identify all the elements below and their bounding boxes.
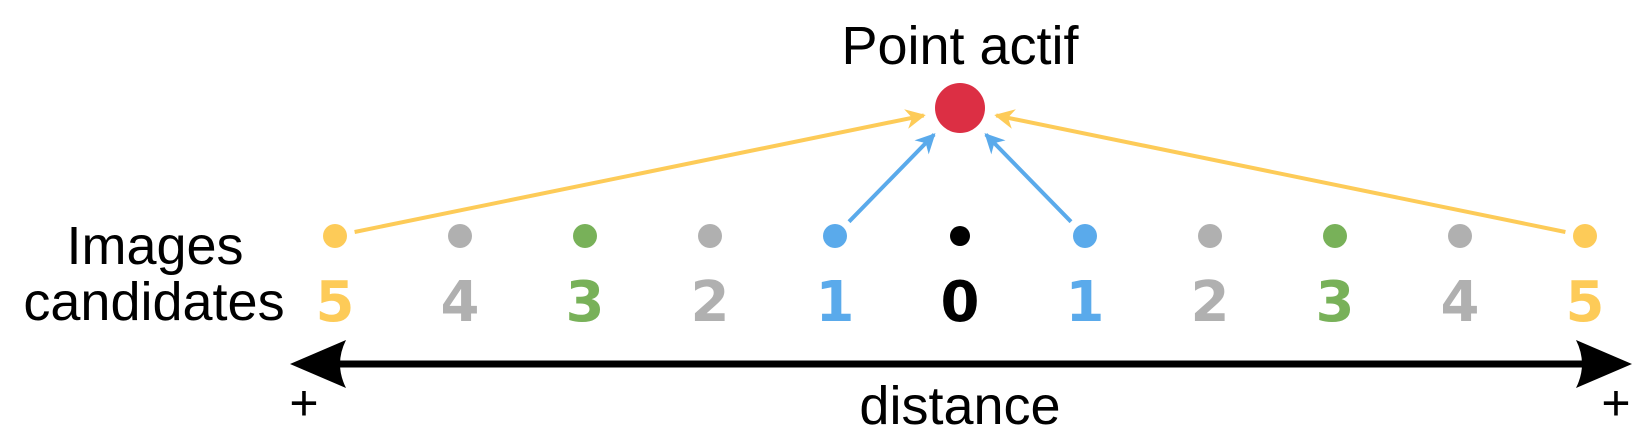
active-point-title: Point actif	[841, 16, 1079, 76]
candidate-distance-label-4: 1	[816, 270, 855, 335]
candidate-distance-label-10: 5	[1566, 270, 1605, 335]
arrow-10-to-active-point	[994, 109, 1566, 234]
arrow-6-to-active-point	[984, 133, 1073, 224]
candidate-point-10	[1573, 224, 1597, 248]
distance-axis	[290, 340, 1632, 388]
arrow-0-to-active-point	[354, 109, 926, 234]
candidate-point-8	[1323, 224, 1347, 248]
candidate-distance-label-0: 5	[316, 270, 355, 335]
candidate-distance-label-2: 3	[566, 270, 605, 335]
candidate-point-7	[1198, 224, 1222, 248]
candidates-label-line1: Images	[66, 216, 243, 276]
candidate-distance-label-3: 2	[691, 270, 730, 335]
candidates-group: 5 4 3 2 1 0 1 2 3 4 5	[316, 224, 1605, 335]
arrow-4-to-active-point	[847, 133, 936, 224]
arrows-group	[354, 109, 1566, 234]
candidate-distance-label-1: 4	[441, 270, 480, 335]
active-point	[935, 83, 985, 133]
candidate-point-3	[698, 224, 722, 248]
candidate-distance-label-9: 4	[1441, 270, 1480, 335]
candidate-point-9	[1448, 224, 1472, 248]
candidate-point-6	[1073, 224, 1097, 248]
axis-label: distance	[859, 376, 1060, 436]
candidate-distance-label-5: 0	[941, 270, 980, 335]
candidate-point-1	[448, 224, 472, 248]
candidate-distance-label-6: 1	[1066, 270, 1105, 335]
axis-right-sign: +	[1601, 375, 1630, 431]
axis-left-sign: +	[289, 375, 318, 431]
candidate-distance-label-8: 3	[1316, 270, 1355, 335]
candidate-point-4	[823, 224, 847, 248]
axis-right-arrowhead	[1576, 340, 1632, 388]
candidate-distance-label-7: 2	[1191, 270, 1230, 335]
axis-left-arrowhead	[290, 340, 346, 388]
candidate-point-5	[950, 226, 970, 246]
candidate-point-2	[573, 224, 597, 248]
candidates-label-line2: candidates	[23, 272, 284, 332]
candidate-point-0	[323, 224, 347, 248]
